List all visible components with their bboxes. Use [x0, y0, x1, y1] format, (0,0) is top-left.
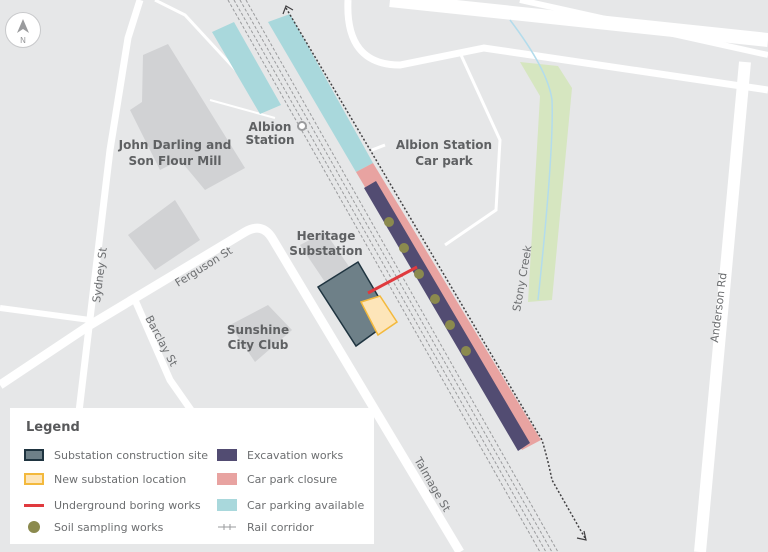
- soil-sampling-points: [384, 217, 471, 356]
- heritage-label-line2: Substation: [289, 244, 362, 258]
- stony-creek-water: [509, 19, 553, 301]
- albion-station-label-line2: Station: [245, 133, 294, 147]
- legend-label: Rail corridor: [247, 520, 314, 534]
- legend-item-soil: Soil sampling works: [24, 518, 163, 536]
- albion-station-marker[interactable]: [297, 121, 307, 131]
- legend-label: Underground boring works: [54, 498, 201, 512]
- legend-item-rail: Rail corridor: [217, 518, 314, 536]
- sunshine-city-club-building: [230, 305, 292, 362]
- boring-line-swatch-icon: [24, 503, 44, 507]
- car-park-label-line2: Car park: [415, 154, 474, 168]
- legend-label: New substation location: [54, 472, 187, 486]
- car-parking-available-west: [212, 22, 281, 114]
- building-block: [128, 200, 200, 270]
- legend-label: Excavation works: [247, 448, 344, 462]
- route-arrow-north: [282, 5, 294, 15]
- legend-label: Substation construction site: [54, 448, 209, 462]
- heritage-label-line1: Heritage: [297, 229, 356, 243]
- legend-label: Car park closure: [247, 472, 338, 486]
- legend-item-closure: Car park closure: [217, 470, 337, 488]
- north-compass: N: [5, 12, 41, 48]
- heritage-substation-building: [300, 232, 350, 282]
- excavation-swatch-icon: [217, 449, 237, 461]
- flour-mill-label-line1: John Darling and: [118, 138, 232, 152]
- closure-swatch-icon: [217, 473, 237, 485]
- new-substation-swatch-icon: [24, 473, 44, 485]
- flour-mill-label-line2: Son Flour Mill: [128, 154, 221, 168]
- car-parking-available-east: [268, 14, 373, 172]
- flour-mill-building: [130, 44, 245, 190]
- north-arrow-icon: N: [17, 19, 29, 45]
- legend-item-new-substation: New substation location: [24, 470, 186, 488]
- buildings: [128, 44, 350, 362]
- soil-dot-swatch-icon: [28, 521, 40, 533]
- legend-item-excavation: Excavation works: [217, 446, 343, 464]
- route-arrow-south: [576, 530, 587, 541]
- legend-item-boring: Underground boring works: [24, 496, 201, 514]
- sunshine-label-line1: Sunshine: [227, 323, 289, 337]
- car-park-label-line1: Albion Station: [396, 138, 492, 152]
- svg-text:N: N: [20, 36, 26, 45]
- legend-label: Car parking available: [247, 498, 365, 512]
- legend-panel: Legend Substation construction site New …: [10, 408, 374, 544]
- underground-boring-line: [367, 265, 418, 295]
- parking-swatch-icon: [217, 499, 237, 511]
- sydney-st-label: Sydney St: [90, 246, 110, 303]
- legend-item-parking: Car parking available: [217, 496, 364, 514]
- albion-station-label-line1: Albion: [249, 120, 292, 134]
- rail-swatch-icon: [218, 524, 236, 530]
- stony-creek-area: [520, 62, 572, 302]
- substation-site-swatch-icon: [24, 449, 44, 461]
- legend-label: Soil sampling works: [54, 520, 164, 534]
- new-substation-location[interactable]: [359, 295, 399, 337]
- sunshine-label-line2: City Club: [228, 338, 289, 352]
- legend-item-substation-site: Substation construction site: [24, 446, 208, 464]
- legend-title: Legend: [26, 420, 80, 435]
